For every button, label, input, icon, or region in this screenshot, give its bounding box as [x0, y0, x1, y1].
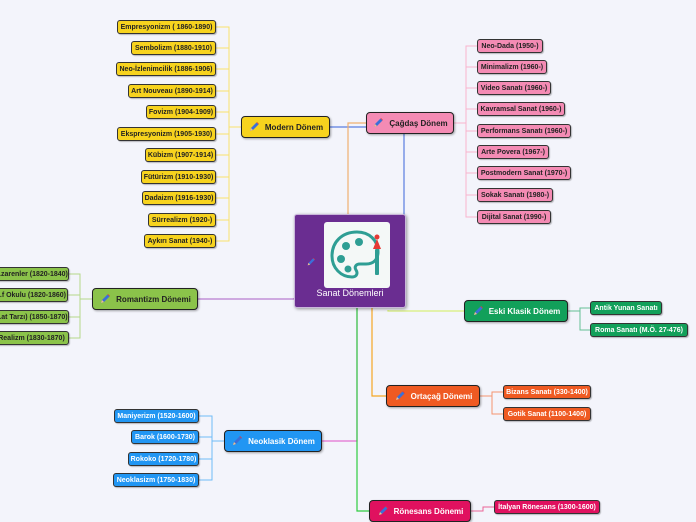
pencil-icon	[99, 293, 111, 305]
topic-modern[interactable]: Modern Dönem	[241, 116, 330, 138]
subtopic-connector	[199, 437, 224, 441]
subtopic-neoklasik-2[interactable]: Rokoko (1720-1780)	[128, 452, 199, 466]
pencil-icon	[231, 435, 243, 447]
subtopic-romantizm-0[interactable]: ...zarenler (1820-1840)	[0, 267, 69, 281]
palette-icon	[324, 222, 390, 288]
pencil-icon	[394, 390, 406, 402]
subtopic-connector	[68, 295, 92, 299]
root-node[interactable]: Sanat Dönemleri	[294, 214, 406, 308]
subtopic-modern-4[interactable]: Fovizm (1904-1909)	[146, 105, 216, 119]
pencil-icon	[372, 117, 384, 129]
subtopic-modern-9[interactable]: Sürrealizm (1920-)	[148, 213, 216, 227]
pencil-icon	[472, 305, 484, 317]
topic-label: Romantizm Dönemi	[116, 295, 191, 304]
subtopic-ortacag-1[interactable]: Gotik Sanat (1100-1400)	[503, 407, 591, 421]
subtopic-modern-2[interactable]: Neo-İzlenimcilik (1886-1906)	[116, 62, 216, 76]
subtopic-cagdas-6[interactable]: Postmodern Sanat (1970-)	[477, 166, 571, 180]
pencil-icon	[377, 505, 389, 517]
subtopic-romantizm-1[interactable]: ...f Okulu (1820-1860)	[0, 288, 68, 302]
topic-eski[interactable]: Eski Klasik Dönem	[464, 300, 568, 322]
subtopic-cagdas-3[interactable]: Kavramsal Sanat (1960-)	[477, 102, 565, 116]
topic-label: Eski Klasik Dönem	[489, 307, 561, 316]
subtopic-neoklasik-1[interactable]: Barok (1600-1730)	[131, 430, 199, 444]
subtopic-modern-0[interactable]: Empresyonizm ( 1860-1890)	[117, 20, 216, 34]
topic-label: Neoklasik Dönem	[248, 437, 315, 446]
subtopic-modern-5[interactable]: Ekspresyonizm (1905-1930)	[117, 127, 216, 141]
subtopic-connector	[216, 112, 241, 127]
topic-label: Ortaçağ Dönemi	[411, 392, 473, 401]
subtopic-modern-10[interactable]: Aykırı Sanat (1940-)	[144, 234, 216, 248]
subtopic-connector	[471, 507, 494, 511]
subtopic-ronesans-0[interactable]: İtalyan Rönesans (1300-1600)	[494, 500, 600, 514]
topic-cagdas[interactable]: Çağdaş Dönem	[366, 112, 454, 134]
subtopic-cagdas-5[interactable]: Arte Povera (1967-)	[477, 145, 549, 159]
topic-romantizm[interactable]: Romantizm Dönemi	[92, 288, 198, 310]
subtopic-connector	[199, 441, 224, 480]
subtopic-eski-0[interactable]: Antik Yunan Sanatı	[590, 301, 662, 315]
subtopic-cagdas-0[interactable]: Neo-Dada (1950-)	[477, 39, 543, 53]
branch-connector	[322, 306, 357, 441]
subtopic-connector	[216, 127, 241, 241]
pencil-icon	[306, 257, 316, 267]
topic-ortacag[interactable]: Ortaçağ Dönemi	[386, 385, 480, 407]
subtopic-cagdas-2[interactable]: Video Sanatı (1960-)	[477, 81, 551, 95]
branch-connector	[348, 123, 366, 214]
subtopic-cagdas-7[interactable]: Sokak Sanatı (1980-)	[477, 188, 553, 202]
subtopic-neoklasik-3[interactable]: Neoklasizm (1750-1830)	[113, 473, 199, 487]
subtopic-connector	[69, 299, 92, 338]
subtopic-modern-7[interactable]: Fütürizm (1910-1930)	[141, 170, 216, 184]
subtopic-romantizm-3[interactable]: Realizm (1830-1870)	[0, 331, 69, 345]
branch-connector	[357, 306, 369, 511]
topic-label: Çağdaş Dönem	[389, 119, 447, 128]
subtopic-connector	[454, 109, 477, 123]
subtopic-cagdas-8[interactable]: Dijital Sanat (1990-)	[477, 210, 551, 224]
root-label: Sanat Dönemleri	[295, 288, 405, 298]
subtopic-ortacag-0[interactable]: Bizans Sanatı (330-1400)	[503, 385, 591, 399]
subtopic-cagdas-4[interactable]: Performans Sanatı (1960-)	[477, 124, 571, 138]
subtopic-eski-1[interactable]: Roma Sanatı (M.Ö. 27-476)	[590, 323, 688, 337]
subtopic-connector	[480, 396, 503, 414]
subtopic-connector	[480, 392, 503, 396]
branch-connector	[198, 298, 294, 299]
subtopic-connector	[454, 123, 477, 217]
topic-label: Rönesans Dönemi	[394, 507, 464, 516]
topic-neoklasik[interactable]: Neoklasik Dönem	[224, 430, 322, 452]
subtopic-neoklasik-0[interactable]: Maniyerizm (1520-1600)	[114, 409, 199, 423]
topic-label: Modern Dönem	[265, 123, 323, 132]
subtopic-modern-8[interactable]: Dadaizm (1916-1930)	[142, 191, 216, 205]
subtopic-modern-3[interactable]: Art Nouveau (1890-1914)	[128, 84, 216, 98]
subtopic-cagdas-1[interactable]: Minimalizm (1960-)	[477, 60, 547, 74]
pencil-icon	[248, 121, 260, 133]
branch-connector	[388, 310, 464, 311]
subtopic-modern-1[interactable]: Sembolizm (1880-1910)	[131, 41, 216, 55]
branch-connector	[372, 306, 386, 396]
subtopic-modern-6[interactable]: Kübizm (1907-1914)	[145, 148, 216, 162]
topic-ronesans[interactable]: Rönesans Dönemi	[369, 500, 471, 522]
subtopic-romantizm-2[interactable]: ...at Tarzı) (1850-1870)	[0, 310, 69, 324]
subtopic-connector	[568, 311, 590, 330]
